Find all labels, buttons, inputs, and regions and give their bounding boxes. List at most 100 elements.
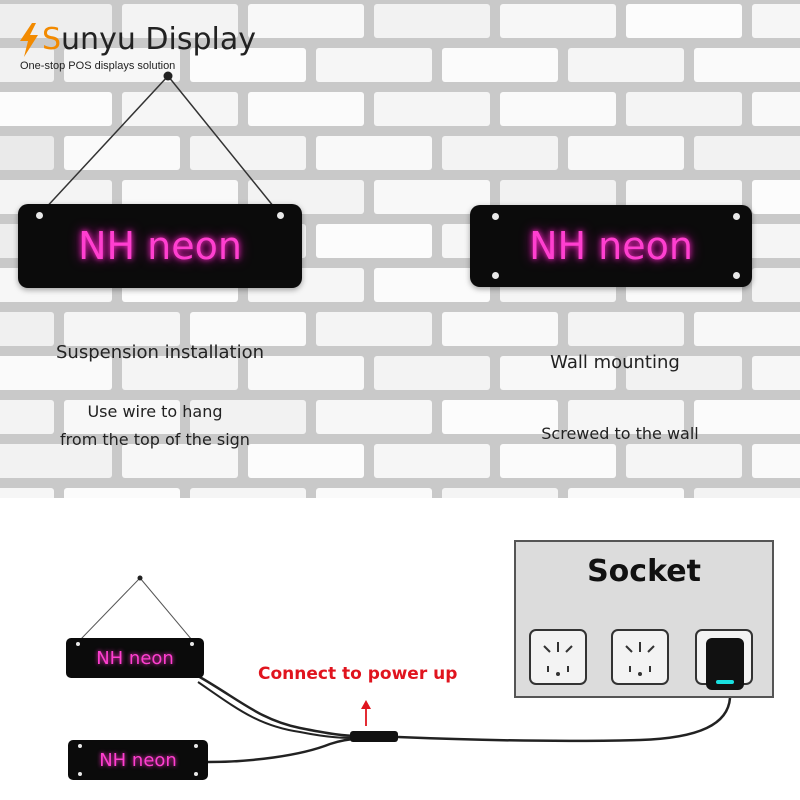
diagram-sign-bottom: NH neon bbox=[68, 740, 208, 780]
brick bbox=[374, 180, 490, 214]
brick bbox=[752, 268, 800, 302]
brick bbox=[752, 356, 800, 390]
brand-accent-letter: S bbox=[42, 22, 62, 57]
brick bbox=[64, 488, 180, 498]
brick bbox=[0, 48, 54, 82]
brick bbox=[500, 356, 616, 390]
brick bbox=[0, 444, 112, 478]
brick bbox=[190, 312, 306, 346]
socket-panel: Socket bbox=[514, 540, 774, 698]
mounting-hole bbox=[277, 212, 284, 219]
neon-sign-text: NH neon bbox=[529, 224, 693, 268]
brick bbox=[0, 400, 54, 434]
brick bbox=[568, 488, 684, 498]
brick bbox=[248, 4, 364, 38]
screw-hole bbox=[733, 272, 740, 279]
plugged-adapter-icon bbox=[695, 629, 753, 690]
neon-sign-suspension: NH neon bbox=[18, 204, 302, 288]
brick bbox=[500, 92, 616, 126]
brick bbox=[694, 312, 800, 346]
brick bbox=[374, 4, 490, 38]
suspension-description-line1: Use wire to hang bbox=[87, 402, 223, 421]
wall-mounting-title: Wall mounting bbox=[550, 352, 680, 373]
brand-tagline: One-stop POS displays solution bbox=[20, 60, 176, 72]
brick bbox=[442, 400, 558, 434]
brick bbox=[374, 356, 490, 390]
neon-sign-wall: NH neon bbox=[470, 205, 752, 287]
screw-hole bbox=[78, 772, 82, 776]
mounting-hole bbox=[76, 642, 80, 646]
brick bbox=[694, 488, 800, 498]
brand-name-rest: unyu Display bbox=[61, 22, 256, 57]
brand-logo: Sunyu Display One-stop POS displays solu… bbox=[18, 18, 258, 78]
brick bbox=[190, 400, 306, 434]
brick bbox=[626, 4, 742, 38]
brick bbox=[442, 48, 558, 82]
power-outlet-icon bbox=[529, 629, 587, 685]
brick bbox=[248, 444, 364, 478]
brick bbox=[64, 136, 180, 170]
brick bbox=[500, 4, 616, 38]
screw-hole bbox=[492, 213, 499, 220]
neon-sign-text: NH neon bbox=[78, 224, 242, 268]
hanging-wire bbox=[41, 71, 279, 213]
lightning-bolt-icon bbox=[20, 22, 38, 57]
brick bbox=[752, 4, 800, 38]
screw-hole bbox=[78, 744, 82, 748]
brick bbox=[316, 400, 432, 434]
brick bbox=[64, 312, 180, 346]
brick bbox=[122, 444, 238, 478]
cable-connector bbox=[350, 731, 398, 742]
brick bbox=[0, 92, 112, 126]
brick bbox=[694, 136, 800, 170]
brick bbox=[500, 444, 616, 478]
brick bbox=[752, 180, 800, 214]
nail-icon bbox=[163, 71, 173, 81]
neon-sign-text: NH neon bbox=[96, 647, 174, 669]
brick bbox=[64, 48, 180, 82]
brick bbox=[568, 48, 684, 82]
neon-sign-text: NH neon bbox=[99, 749, 177, 771]
mounting-hole bbox=[190, 642, 194, 646]
nail-icon bbox=[137, 575, 143, 581]
brick bbox=[626, 92, 742, 126]
brick bbox=[190, 136, 306, 170]
brick bbox=[316, 224, 432, 258]
brick-wall-background bbox=[0, 0, 800, 498]
brick bbox=[626, 444, 742, 478]
mounting-hole bbox=[36, 212, 43, 219]
brick bbox=[190, 488, 306, 498]
connect-power-label: Connect to power up bbox=[258, 664, 458, 684]
brick bbox=[442, 136, 558, 170]
brick bbox=[0, 356, 112, 390]
brick bbox=[316, 312, 432, 346]
brick bbox=[316, 136, 432, 170]
wall-mounting-description: Screwed to the wall bbox=[541, 424, 699, 443]
brick bbox=[694, 48, 800, 82]
brick bbox=[0, 488, 54, 498]
brick bbox=[568, 136, 684, 170]
bricks bbox=[0, 4, 800, 498]
brick bbox=[374, 444, 490, 478]
brick bbox=[122, 356, 238, 390]
brick bbox=[316, 48, 432, 82]
diagram-sign-top: NH neon bbox=[66, 638, 204, 678]
brick bbox=[442, 488, 558, 498]
brick bbox=[752, 444, 800, 478]
brick bbox=[374, 268, 490, 302]
brick bbox=[316, 488, 432, 498]
brick bbox=[374, 92, 490, 126]
brick bbox=[626, 356, 742, 390]
suspension-description-line2: from the top of the sign bbox=[60, 430, 250, 449]
brick bbox=[122, 4, 238, 38]
socket-outlets bbox=[529, 629, 753, 690]
brick bbox=[248, 92, 364, 126]
screw-hole bbox=[194, 744, 198, 748]
brick bbox=[0, 136, 54, 170]
brick bbox=[122, 92, 238, 126]
socket-title: Socket bbox=[587, 554, 701, 589]
brick bbox=[64, 400, 180, 434]
power-outlet-icon bbox=[611, 629, 669, 685]
arrow-up-icon bbox=[361, 700, 371, 726]
